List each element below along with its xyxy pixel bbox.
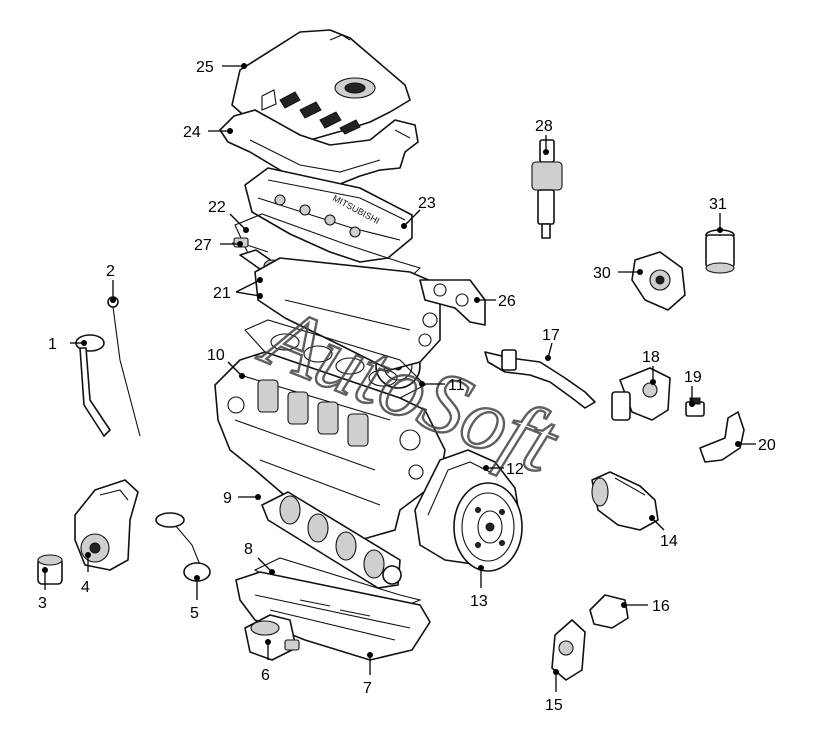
callout-19: 19: [684, 369, 702, 407]
svg-text:12: 12: [506, 461, 524, 478]
part-oil-strainer: [155, 512, 211, 582]
svg-text:26: 26: [498, 293, 516, 310]
callout-2: 2: [106, 263, 116, 303]
svg-text:7: 7: [363, 680, 372, 697]
svg-text:19: 19: [684, 369, 702, 386]
svg-text:10: 10: [207, 347, 225, 364]
svg-text:28: 28: [535, 118, 553, 135]
part-dipstick: [107, 296, 141, 437]
part-dipstick-tube: [75, 334, 111, 437]
callout-28: 28: [535, 118, 553, 155]
svg-text:1: 1: [48, 336, 57, 353]
part-water-outlet: [611, 367, 671, 421]
part-starter-motor: [591, 471, 659, 531]
callout-11: 11: [419, 377, 465, 394]
callout-8: 8: [244, 541, 275, 575]
callout-14: 14: [649, 515, 678, 550]
callout-27: 27: [194, 237, 243, 254]
svg-text:30: 30: [593, 265, 611, 282]
svg-text:17: 17: [542, 327, 560, 344]
svg-text:24: 24: [183, 124, 201, 141]
svg-text:3: 3: [38, 595, 47, 612]
svg-text:6: 6: [261, 667, 270, 684]
part-cylinder-block: [214, 351, 446, 541]
svg-text:31: 31: [709, 196, 727, 213]
callout-5: 5: [190, 575, 200, 622]
callout-13: 13: [470, 565, 488, 610]
part-oil-pump: [244, 614, 300, 661]
callout-12: 12: [483, 461, 524, 478]
svg-text:22: 22: [208, 199, 226, 216]
part-temp-sensor: [685, 397, 705, 417]
svg-text:25: 25: [196, 59, 214, 76]
callout-16: 16: [621, 598, 670, 615]
callout-25: 25: [196, 59, 247, 76]
callout-4: 4: [81, 552, 91, 596]
svg-text:9: 9: [223, 490, 232, 507]
part-crankshaft: [261, 491, 402, 589]
svg-text:11: 11: [448, 377, 465, 394]
svg-text:2: 2: [106, 263, 115, 280]
svg-text:23: 23: [418, 195, 436, 212]
svg-text:16: 16: [652, 598, 670, 615]
svg-text:4: 4: [81, 579, 90, 596]
callout-31: 31: [709, 196, 727, 233]
part-thermostat-housing: [631, 251, 686, 311]
svg-text:27: 27: [194, 237, 212, 254]
callout-15: 15: [545, 669, 563, 714]
svg-text:8: 8: [244, 541, 253, 558]
callout-23: 23: [401, 195, 436, 229]
part-engine-mount: [589, 594, 629, 629]
svg-text:18: 18: [642, 349, 660, 366]
part-fuel-injector: [531, 139, 563, 239]
part-cylinder-head: [254, 257, 486, 371]
part-fuel-filter: [37, 554, 63, 585]
callout-10: 10: [207, 347, 245, 379]
callout-24: 24: [183, 124, 233, 141]
callout-18: 18: [642, 349, 660, 385]
svg-text:15: 15: [545, 697, 563, 714]
svg-text:21: 21: [213, 285, 231, 302]
callout-26: 26: [474, 293, 516, 310]
svg-text:20: 20: [758, 437, 776, 454]
part-water-pipe: [699, 411, 745, 463]
part-oil-pan: [235, 571, 431, 661]
callout-1: 1: [48, 336, 87, 353]
callout-9: 9: [223, 490, 261, 507]
callout-17: 17: [542, 327, 560, 361]
svg-text:14: 14: [660, 533, 678, 550]
part-filter-cartridge: [705, 229, 735, 274]
part-engine-cover: [231, 29, 411, 149]
svg-text:13: 13: [470, 593, 488, 610]
svg-text:5: 5: [190, 605, 199, 622]
part-rocker-cover: MITSUBISHI: [244, 167, 413, 263]
callout-20: 20: [735, 437, 776, 454]
callout-6: 6: [261, 639, 271, 684]
callout-30: 30: [593, 265, 643, 282]
part-flywheel: [453, 482, 523, 572]
part-injection-pump: [74, 479, 139, 571]
callout-21: 21: [213, 277, 263, 302]
callout-7: 7: [363, 652, 373, 697]
callout-22: 22: [208, 199, 249, 233]
callout-3: 3: [38, 567, 48, 612]
part-mount-bracket: [551, 619, 586, 681]
